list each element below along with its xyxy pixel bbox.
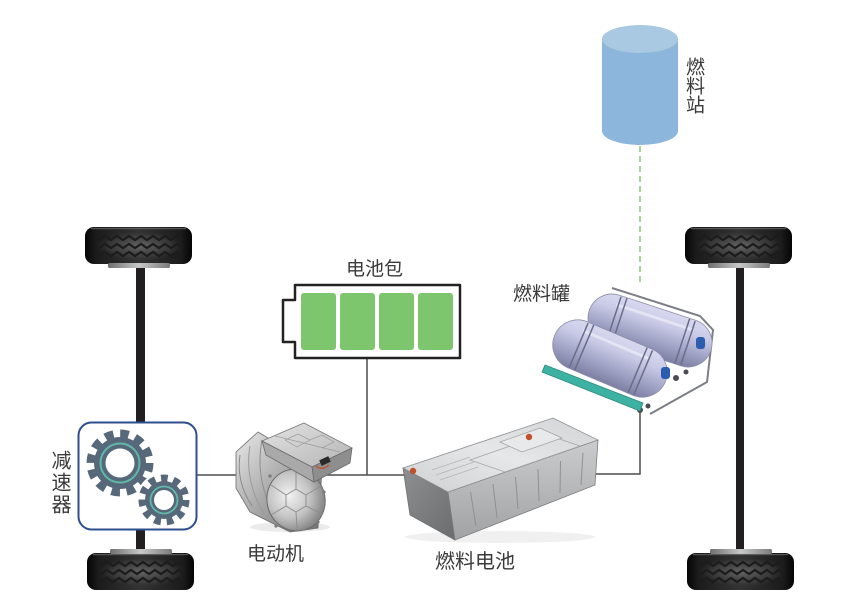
battery-cell	[340, 293, 375, 350]
motor-label: 电动机	[247, 544, 305, 565]
fuel-cell-connector	[525, 433, 533, 441]
tire-icon	[685, 227, 792, 264]
fuelcell-tank-line	[596, 412, 641, 475]
battery-pack-icon	[281, 283, 462, 360]
tank-strap	[680, 320, 696, 366]
wheel-rim	[710, 549, 772, 554]
hex-line	[305, 505, 323, 515]
fuel-station-label: 燃料站	[683, 57, 704, 114]
tank-strap	[568, 322, 589, 368]
fuel-cell-label: 燃料电池	[435, 551, 515, 573]
groove	[435, 461, 475, 476]
large-gear-ring	[99, 442, 141, 484]
large-gear-icon	[86, 429, 154, 497]
bolt	[316, 520, 320, 524]
fitting	[673, 375, 679, 381]
tire-icon	[687, 553, 794, 590]
battery-cell	[301, 293, 336, 350]
bolt	[322, 490, 326, 494]
reducer-gearbox	[77, 421, 198, 531]
ridge	[492, 483, 498, 519]
inverter-ridge	[274, 435, 341, 453]
motor-hex-pattern	[270, 471, 323, 530]
motor-housing-rib	[248, 445, 265, 515]
fuel-station-top	[602, 25, 678, 53]
tank-strap	[627, 347, 648, 394]
small-gear-icon	[138, 474, 190, 526]
motor-housing-rib	[238, 454, 253, 507]
fuel-tank-label: 燃料罐	[513, 284, 571, 305]
fuel-cell-ridges	[470, 452, 584, 527]
wheel-rim	[108, 263, 170, 268]
groove	[431, 456, 471, 471]
battery-cell	[418, 293, 453, 350]
bolt	[274, 524, 278, 528]
large-gear-teeth	[86, 429, 154, 497]
fuel-station-body	[602, 39, 678, 145]
tank-frame	[611, 287, 715, 415]
motor-bolt-tabs	[268, 474, 326, 528]
fuel-cell-connector	[409, 467, 417, 475]
electric-motor-image	[235, 422, 353, 533]
fuel-cell-stack-image	[401, 417, 600, 543]
inverter-pattern	[274, 433, 341, 453]
fuel-cell-shadow	[405, 531, 595, 543]
small-gear-teeth	[138, 474, 190, 526]
motor-wire	[315, 464, 330, 469]
battery-pack-label: 电池包	[346, 259, 404, 280]
fuel-cell-top-grooves	[431, 456, 479, 481]
tire-icon	[85, 227, 192, 264]
battery-cell	[379, 293, 414, 350]
hex-line	[270, 505, 287, 516]
motor-connector	[319, 456, 331, 466]
tank-mount-rail	[541, 364, 644, 412]
front-tank	[552, 319, 668, 398]
tank-strap	[674, 318, 691, 364]
tank-highlight	[582, 329, 650, 361]
tank-valve	[696, 337, 705, 349]
hydrogen-tank-assembly-image	[541, 287, 715, 415]
ridge	[559, 460, 561, 494]
wheel-rim	[708, 263, 770, 268]
small-gear-hole	[154, 490, 174, 510]
rear-axle	[736, 266, 744, 551]
ridge	[515, 476, 519, 510]
ridge	[580, 452, 584, 486]
tank-strap	[573, 324, 595, 371]
tank-valve	[661, 367, 670, 379]
tire-icon	[87, 553, 194, 590]
hex-line	[305, 485, 322, 496]
bolt	[268, 474, 272, 478]
tank-highlight	[615, 303, 693, 332]
hex-line	[295, 511, 298, 530]
wheel-rim	[110, 549, 172, 554]
front-axle	[136, 266, 145, 551]
tank-strap	[633, 350, 654, 395]
fuel-cell-raised-panel	[499, 427, 563, 453]
fitting	[683, 369, 689, 375]
reducer-label: 减速器	[48, 450, 70, 516]
ridge	[470, 491, 477, 527]
hex-line	[270, 484, 287, 496]
fitting	[645, 403, 651, 409]
large-gear-hole	[105, 448, 135, 478]
ridge	[537, 468, 540, 502]
small-gear-ring	[149, 485, 179, 515]
groove	[439, 466, 479, 481]
inverter-hex	[309, 434, 335, 449]
inverter-front	[261, 440, 315, 483]
fuel-station-cylinder-icon	[602, 25, 678, 145]
